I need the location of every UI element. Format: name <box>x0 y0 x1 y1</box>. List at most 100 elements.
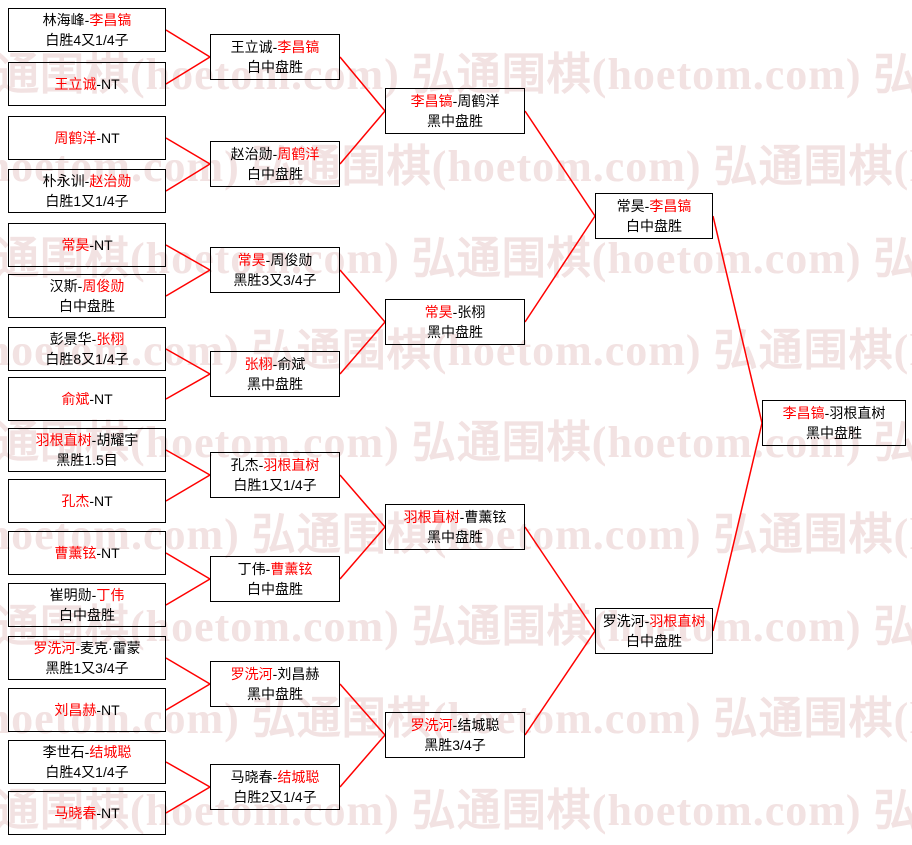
match-box: 俞斌-NT <box>8 377 166 421</box>
match-box: 朴永训-赵治勋 白胜1又1/4子 <box>8 169 166 213</box>
player-name: 曹薰铉 <box>270 561 313 577</box>
player-name: 周鹤洋 <box>277 146 320 162</box>
player-name: -NT <box>89 493 113 509</box>
player-name: 马晓春- <box>230 769 278 785</box>
match-players: 罗洗河-羽根直树 <box>603 611 706 631</box>
match-box: 丁伟-曹薰铉 白中盘胜 <box>210 556 340 602</box>
match-players: 周鹤洋-NT <box>54 128 119 148</box>
player-name: -刘昌赫 <box>272 666 320 682</box>
watermark-text: 弘通围棋(hoetom.com) 弘通围棋(hoetom.com) 弘通围棋(h… <box>0 418 912 467</box>
player-name: 李世石- <box>42 744 90 760</box>
player-name: -NT <box>96 805 120 821</box>
match-result: 白胜4又1/4子 <box>45 764 129 780</box>
match-result: 黑胜3又3/4子 <box>233 272 317 288</box>
player-name: 罗洗河 <box>230 666 273 682</box>
match-box: 常昊-NT <box>8 223 166 267</box>
match-box: 罗洗河-麦克·雷蒙 黑胜1又3/4子 <box>8 636 166 680</box>
match-result: 白中盘胜 <box>247 59 303 75</box>
match-players: 赵治勋-周鹤洋 <box>231 144 320 164</box>
match-players: 崔明勋-丁伟 <box>50 585 125 605</box>
match-result: 黑胜1又3/4子 <box>45 660 129 676</box>
player-name: -张栩 <box>452 304 486 320</box>
player-name: 丁伟- <box>237 561 271 577</box>
player-name: 常昊 <box>61 237 90 253</box>
match-result: 白中盘胜 <box>59 607 115 623</box>
match-players: 常昊-NT <box>61 235 112 255</box>
match-box: 罗洗河-羽根直树 白中盘胜 <box>595 608 713 654</box>
player-name: 结城聪 <box>89 744 132 760</box>
player-name: 李昌镐 <box>89 12 132 28</box>
match-box: 羽根直树-曹薰铉 黑中盘胜 <box>385 504 525 550</box>
match-players: 李昌镐-羽根直树 <box>783 403 886 423</box>
match-players: 羽根直树-胡耀宇 <box>36 430 139 450</box>
match-players: 羽根直树-曹薰铉 <box>404 507 507 527</box>
player-name: 孔杰 <box>61 493 90 509</box>
match-result: 黑胜1.5目 <box>56 452 118 468</box>
match-box: 林海峰-李昌镐 白胜4又1/4子 <box>8 8 166 52</box>
match-players: 俞斌-NT <box>61 389 112 409</box>
match-players: 李昌镐-周鹤洋 <box>411 91 500 111</box>
match-players: 常昊-周俊勋 <box>238 250 313 270</box>
match-players: 李世石-结城聪 <box>43 742 132 762</box>
match-box: 常昊-周俊勋 黑胜3又3/4子 <box>210 247 340 293</box>
match-players: 林海峰-李昌镐 <box>43 10 132 30</box>
player-name: -结城聪 <box>452 717 500 733</box>
player-name: 常昊 <box>237 252 266 268</box>
player-name: 羽根直树 <box>263 457 320 473</box>
match-players: 王立诚-李昌镐 <box>231 37 320 57</box>
player-name: -NT <box>96 76 120 92</box>
player-name: 林海峰- <box>42 12 90 28</box>
player-name: 羽根直树 <box>649 613 706 629</box>
player-name: 张栩 <box>244 356 273 372</box>
player-name: 汉斯- <box>49 278 83 294</box>
player-name: 李昌镐 <box>410 93 453 109</box>
match-players: 彭景华-张栩 <box>50 329 125 349</box>
player-name: 羽根直树 <box>35 432 92 448</box>
player-name: 刘昌赫 <box>54 702 97 718</box>
player-name: 李昌镐 <box>649 198 692 214</box>
watermark-text: 弘通围棋(hoetom.com) 弘通围棋(hoetom.com) 弘通围棋(h… <box>0 510 912 559</box>
player-name: -周鹤洋 <box>452 93 500 109</box>
player-name: 结城聪 <box>277 769 320 785</box>
match-box: 常昊-李昌镐 白中盘胜 <box>595 193 713 239</box>
match-result: 黑中盘胜 <box>427 529 483 545</box>
match-players: 罗洗河-麦克·雷蒙 <box>33 638 140 658</box>
match-result: 白中盘胜 <box>247 581 303 597</box>
match-box: 马晓春-结城聪 白胜2又1/4子 <box>210 764 340 810</box>
match-result: 白中盘胜 <box>626 218 682 234</box>
player-name: -胡耀宇 <box>91 432 139 448</box>
player-name: 孔杰- <box>230 457 264 473</box>
player-name: 丁伟 <box>96 587 125 603</box>
match-box: 罗洗河-结城聪 黑胜3/4子 <box>385 712 525 758</box>
player-name: -曹薰铉 <box>459 509 507 525</box>
match-box: 周鹤洋-NT <box>8 116 166 160</box>
match-result: 黑中盘胜 <box>806 425 862 441</box>
match-result: 黑胜3/4子 <box>424 737 486 753</box>
match-box: 曹薰铉-NT <box>8 531 166 575</box>
match-box: 李世石-结城聪 白胜4又1/4子 <box>8 740 166 784</box>
player-name: 赵治勋 <box>89 173 132 189</box>
watermark-text: 弘通围棋(hoetom.com) 弘通围棋(hoetom.com) 弘通围棋(h… <box>0 786 912 835</box>
match-players: 朴永训-赵治勋 <box>43 171 132 191</box>
match-result: 黑中盘胜 <box>427 324 483 340</box>
match-players: 丁伟-曹薰铉 <box>238 559 313 579</box>
match-box: 赵治勋-周鹤洋 白中盘胜 <box>210 141 340 187</box>
player-name: -NT <box>96 702 120 718</box>
player-name: -NT <box>89 237 113 253</box>
player-name: 李昌镐 <box>782 405 825 421</box>
match-result: 白中盘胜 <box>626 633 682 649</box>
match-box: 彭景华-张栩 白胜8又1/4子 <box>8 327 166 371</box>
match-result: 黑中盘胜 <box>247 686 303 702</box>
match-result: 黑中盘胜 <box>427 113 483 129</box>
match-players: 曹薰铉-NT <box>54 543 119 563</box>
match-players: 张栩-俞斌 <box>245 354 306 374</box>
player-name: 彭景华- <box>49 331 97 347</box>
match-result: 白胜1又1/4子 <box>233 477 317 493</box>
watermark-text: 弘通围棋(hoetom.com) 弘通围棋(hoetom.com) 弘通围棋(h… <box>0 326 912 375</box>
match-box: 罗洗河-刘昌赫 黑中盘胜 <box>210 661 340 707</box>
match-players: 孔杰-NT <box>61 491 112 511</box>
player-name: 马晓春 <box>54 805 97 821</box>
player-name: 常昊- <box>616 198 650 214</box>
